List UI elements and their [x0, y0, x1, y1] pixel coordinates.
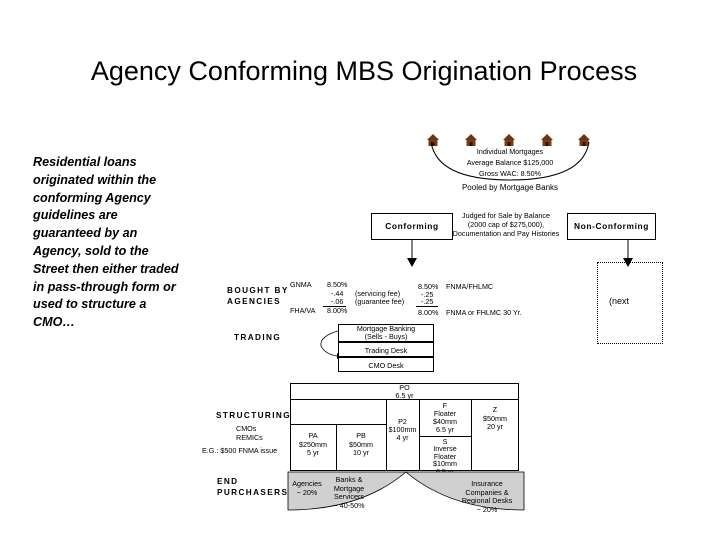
- fnma-30yr-label: FNMA or FHLMC 30 Yr.: [446, 308, 522, 317]
- tranche-po: PO 6.5 yr: [395, 383, 414, 400]
- cmo-desk: CMO Desk: [368, 361, 404, 370]
- mortgage-banking: Mortgage Banking (Sells - Buys): [356, 324, 416, 341]
- purchaser-banks: Banks & Mortgage Servicers ~ 40-50%: [333, 475, 365, 510]
- example-issue: E.G.: $500 FNMA issue: [202, 446, 278, 455]
- fnma-fee-1: -.25: [421, 290, 434, 299]
- page-title: Agency Conforming MBS Origination Proces…: [90, 56, 638, 86]
- judged-text: Judged for Sale by Balance (2000 cap of …: [452, 211, 560, 238]
- gnma-label: GNMA: [290, 280, 312, 289]
- house-icon: [578, 134, 590, 146]
- tranche-z: Z $50mm 20 yr: [483, 405, 507, 431]
- pool-line-2: Average Balance $125,000: [466, 158, 554, 167]
- guarantee-fee-value: -.06: [331, 297, 344, 306]
- cmos-remics: CMOs REMICs: [236, 424, 263, 442]
- fnma-rate-850: 8.50%: [418, 282, 439, 291]
- house-icon: [503, 134, 515, 146]
- side-note: Residential loans originated within the …: [33, 155, 179, 330]
- tranche-pa: PA $250mm 5 yr: [299, 431, 327, 457]
- house-icon: [465, 134, 477, 146]
- fnma-rate-800: 8.00%: [418, 308, 439, 317]
- end-purchasers-shapes: [287, 471, 525, 511]
- conforming-label: Conforming: [385, 221, 439, 231]
- tranche-s: S Inverse Floater $10mm 6.5 yr: [433, 437, 457, 476]
- purchaser-insurance: Insurance Companies & Regional Desks ~ 2…: [461, 479, 513, 514]
- non-conforming-label: Non-Conforming: [574, 221, 649, 231]
- pool-line-3: Gross WAC: 8.50%: [478, 169, 542, 178]
- fnma-fee-2: -.25: [421, 297, 434, 306]
- trading-label: TRADING: [234, 333, 282, 342]
- servicing-fee-label: (servicing fee): [355, 289, 401, 298]
- gnma-rate: 8.50%: [327, 280, 348, 289]
- pool-bracket: [430, 141, 590, 181]
- tranche-p2: P2 $100mm 4 yr: [388, 417, 417, 442]
- next-label: (next: [609, 296, 630, 306]
- trading-desk: Trading Desk: [364, 346, 408, 355]
- purchaser-agencies: Agencies ~ 20%: [292, 479, 322, 497]
- house-icon: [427, 134, 439, 146]
- tranche-pb: PB $50mm 10 yr: [349, 431, 373, 457]
- end-purchasers-label: END PURCHASERS: [217, 477, 289, 497]
- fha-rate: 8.00%: [327, 306, 348, 315]
- pooled-by-label: Pooled by Mortgage Banks: [461, 183, 559, 192]
- bought-by-label: BOUGHT BY AGENCIES: [227, 286, 289, 306]
- pool-line-1: Individual Mortgages: [476, 147, 544, 156]
- fnma-label: FNMA/FHLMC: [446, 282, 494, 291]
- servicing-fee-value: -.44: [331, 289, 344, 298]
- house-icon: [541, 134, 553, 146]
- tranche-f: F Floater $40mm 6.5 yr: [433, 401, 457, 434]
- structuring-label: STRUCTURING: [216, 411, 291, 420]
- guarantee-fee-label: (guarantee fee): [355, 297, 405, 306]
- fha-label: FHA/VA: [290, 306, 316, 315]
